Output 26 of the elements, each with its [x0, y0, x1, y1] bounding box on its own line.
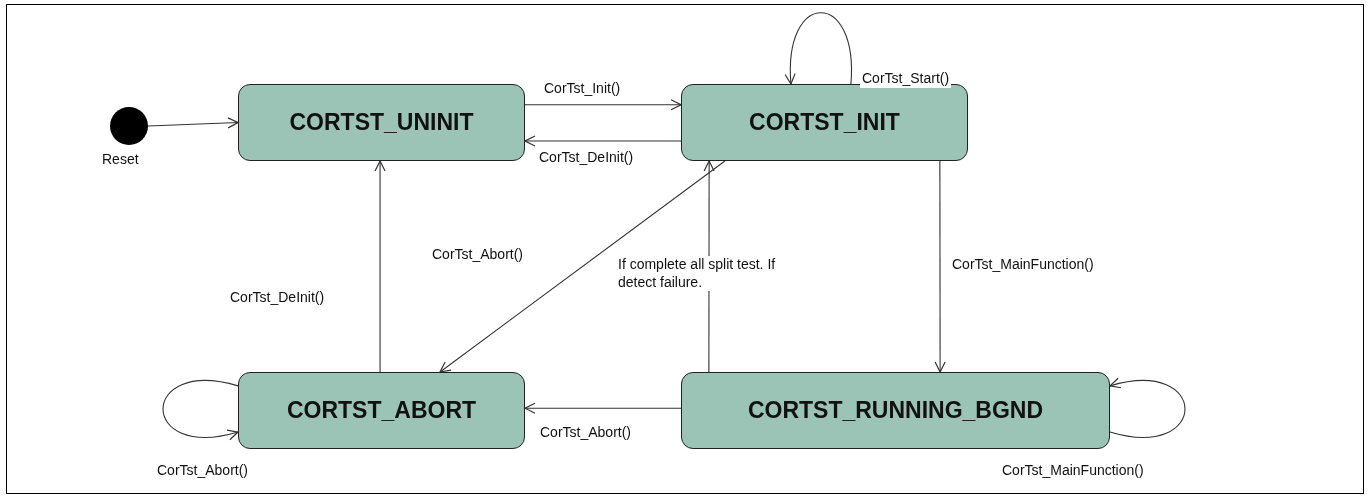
transition-arrow	[439, 160, 726, 373]
state-box	[238, 84, 525, 161]
transition-arrow	[374, 160, 386, 373]
state-name: CORTST_ABORT	[286, 397, 477, 424]
state-box	[238, 372, 525, 449]
transition-arrow	[524, 135, 682, 147]
state-box	[681, 84, 968, 161]
state-name: CORTST_UNINIT	[289, 109, 474, 136]
transition-arrow	[785, 12, 852, 85]
transition-arrow	[524, 402, 682, 414]
state-name: CORTST_RUNNING_BGND	[747, 397, 1044, 424]
edge-label: CorTst_DeInit()	[537, 149, 636, 167]
edge-label: CorTst_DeInit()	[228, 289, 327, 307]
transition-arrow	[147, 117, 239, 129]
edge-label: CorTst_Start()	[860, 70, 952, 88]
transition-arrow	[162, 380, 239, 440]
transition-arrow	[1109, 378, 1186, 438]
edge-label: CorTst_MainFunction()	[950, 256, 1096, 274]
edge-label: CorTst_Init()	[542, 80, 623, 98]
node-caption: Reset	[102, 151, 139, 167]
state-name: CORTST_INIT	[749, 109, 900, 136]
edge-label: CorTst_MainFunction()	[1000, 462, 1146, 480]
state-box	[681, 372, 1110, 449]
initial-state-dot	[110, 107, 148, 145]
transition-arrow	[934, 160, 946, 373]
transition-arrow	[524, 99, 682, 111]
